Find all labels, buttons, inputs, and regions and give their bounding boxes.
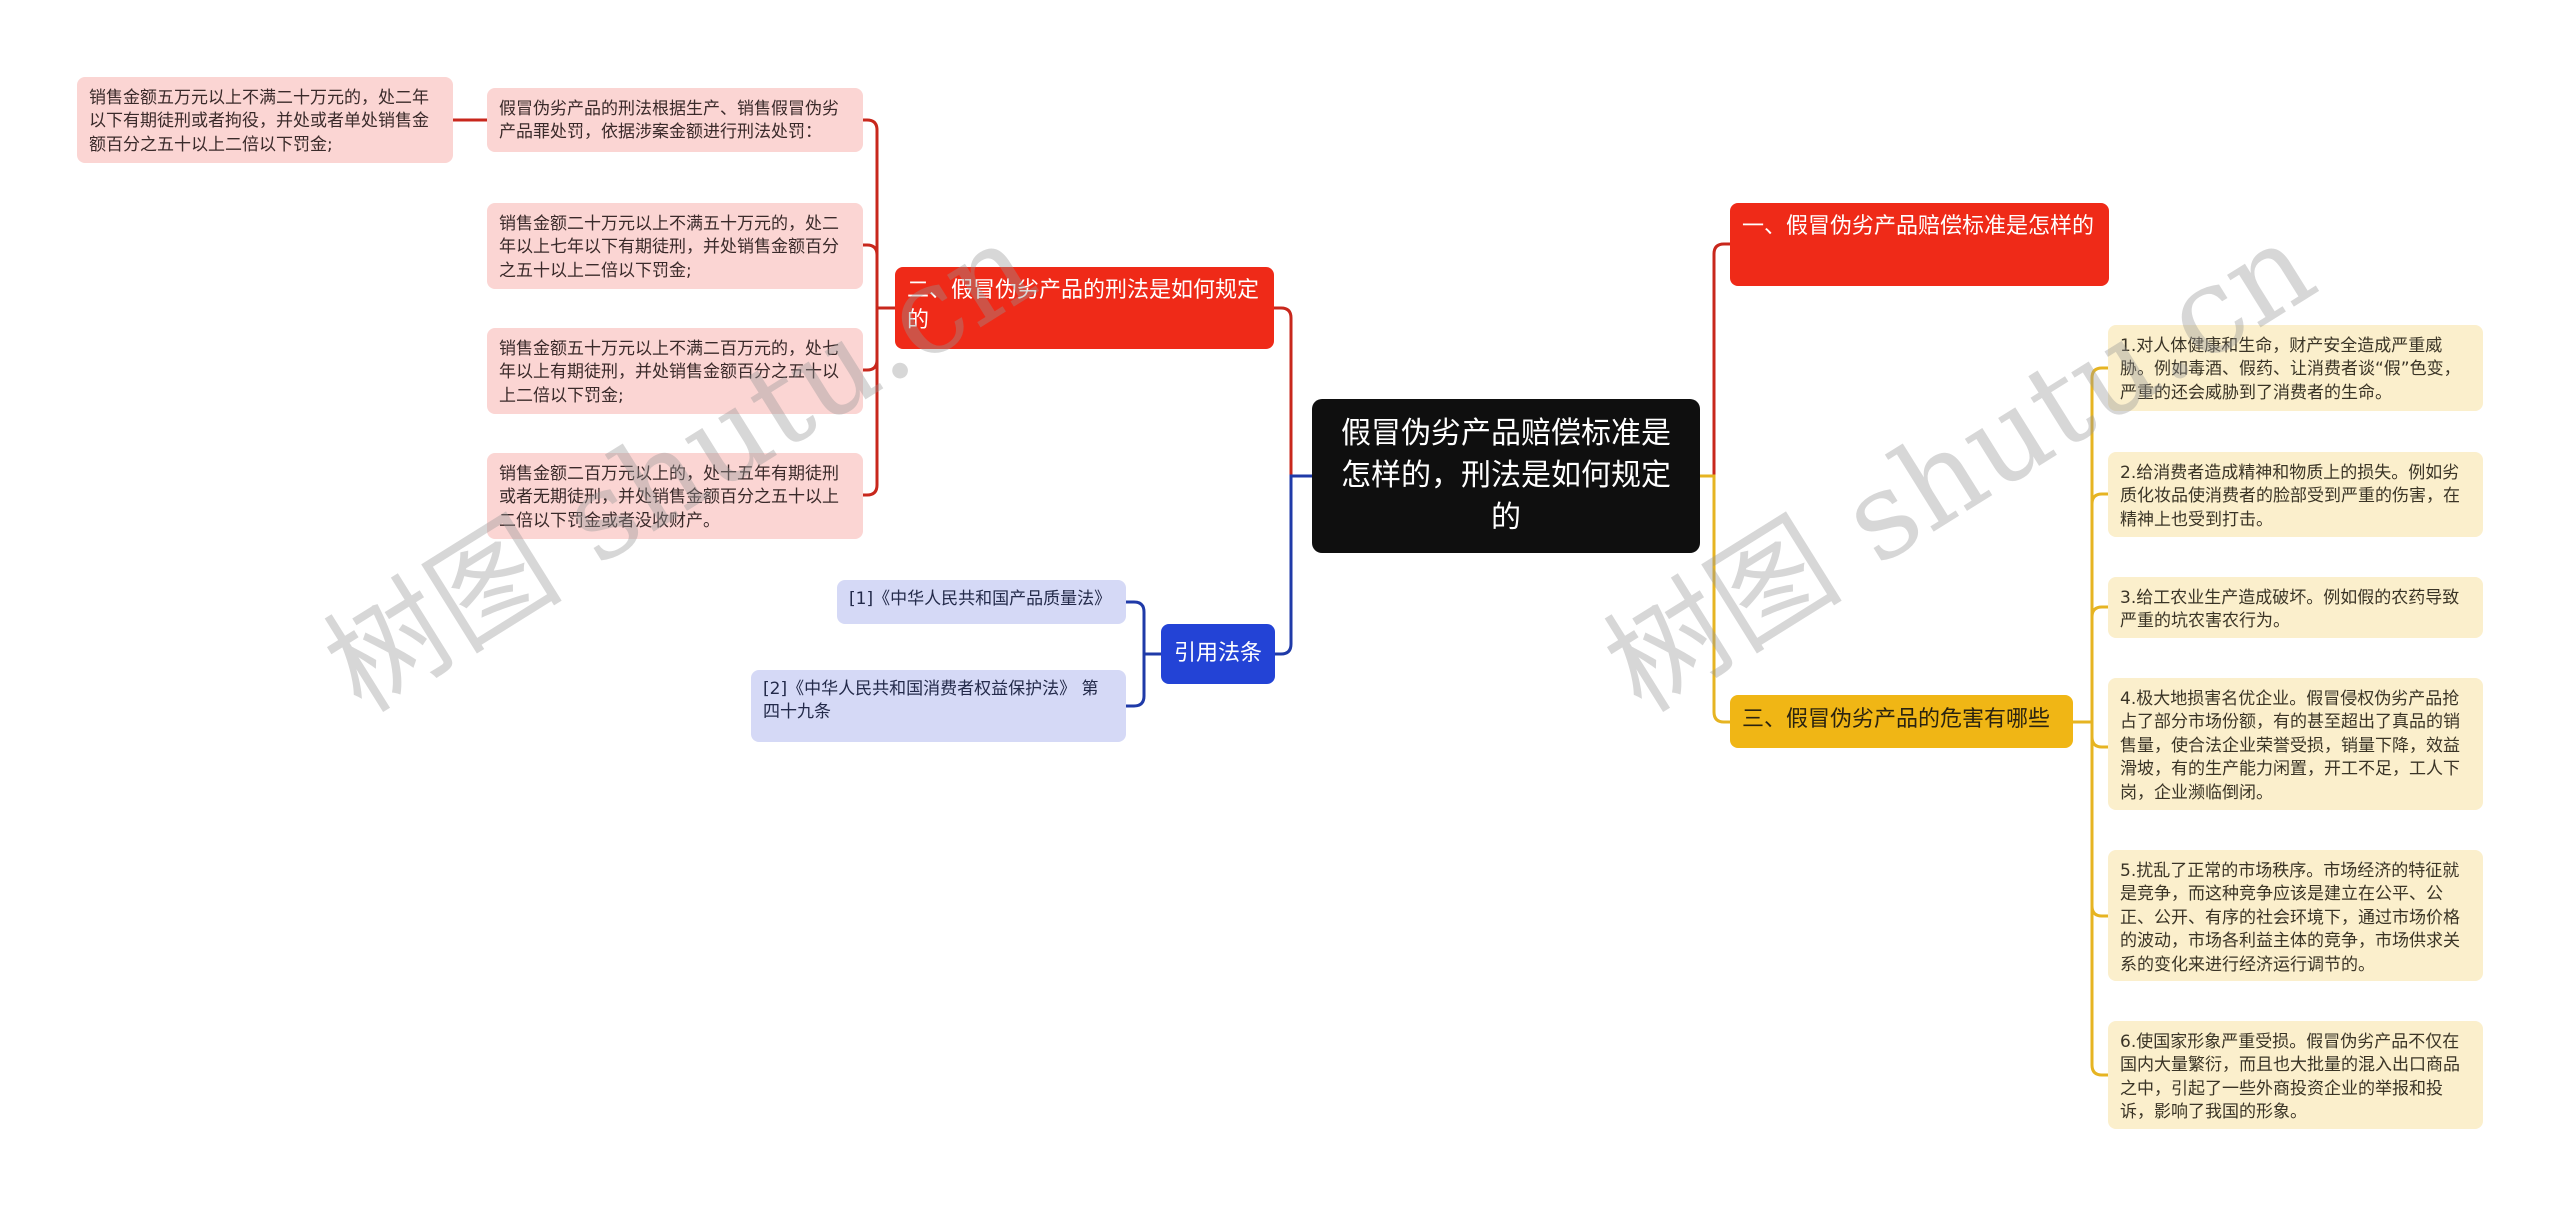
branch-citations[interactable]: 引用法条 (1161, 624, 1275, 684)
root-node[interactable]: 假冒伪劣产品赔偿标准是怎样的，刑法是如何规定的 (1312, 399, 1700, 553)
branch-compensation[interactable]: 一、假冒伪劣产品赔偿标准是怎样的 (1730, 203, 2109, 286)
harm-leaf-4[interactable]: 4.极大地损害名优企业。假冒侵权伪劣产品抢占了部分市场份额，有的甚至超出了真品的… (2108, 678, 2483, 810)
branch-harms[interactable]: 三、假冒伪劣产品的危害有哪些 (1730, 695, 2073, 748)
leaf-label: 销售金额五十万元以上不满二百万元的，处七年以上有期徒刑，并处销售金额百分之五十以… (499, 339, 839, 406)
penalty-tier-4-leaf[interactable]: 销售金额二百万元以上的，处十五年有期徒刑或者无期徒刑，并处销售金额百分之五十以上… (487, 453, 863, 539)
leaf-label: [2]《中华人民共和国消费者权益保护法》 第四十九条 (763, 679, 1099, 723)
penalty-intro-leaf[interactable]: 假冒伪劣产品的刑法根据生产、销售假冒伪劣产品罪处罚，依据涉案金额进行刑法处罚： (487, 88, 863, 152)
harm-leaf-3[interactable]: 3.给工农业生产造成破坏。例如假的农药导致严重的坑农害农行为。 (2108, 577, 2483, 638)
branch-harms-label: 三、假冒伪劣产品的危害有哪些 (1742, 707, 2051, 732)
branch-penalty[interactable]: 二、假冒伪劣产品的刑法是如何规定的 (895, 267, 1274, 349)
branch-citations-label: 引用法条 (1173, 640, 1262, 666)
leaf-label: 6.使国家形象严重受损。假冒伪劣产品不仅在国内大量繁衍，而且也大批量的混入出口商… (2120, 1032, 2460, 1123)
branch-penalty-label: 二、假冒伪劣产品的刑法是如何规定的 (907, 278, 1260, 333)
harm-leaf-1[interactable]: 1.对人体健康和生命，财产安全造成严重威胁。例如毒酒、假药、让消费者谈“假”色变… (2108, 325, 2483, 411)
leaf-label: 销售金额二十万元以上不满五十万元的，处二年以上七年以下有期徒刑，并处销售金额百分… (499, 214, 839, 281)
leaf-label: 1.对人体健康和生命，财产安全造成严重威胁。例如毒酒、假药、让消费者谈“假”色变… (2120, 336, 2461, 403)
harm-leaf-5[interactable]: 5.扰乱了正常的市场秩序。市场经济的特征就是竞争，而这种竞争应该是建立在公平、公… (2108, 850, 2483, 981)
citation-leaf-1[interactable]: [1]《中华人民共和国产品质量法》 (837, 580, 1126, 624)
citation-leaf-2[interactable]: [2]《中华人民共和国消费者权益保护法》 第四十九条 (751, 670, 1126, 742)
branch-compensation-label: 一、假冒伪劣产品赔偿标准是怎样的 (1742, 214, 2095, 239)
penalty-tier-2-leaf[interactable]: 销售金额二十万元以上不满五十万元的，处二年以上七年以下有期徒刑，并处销售金额百分… (487, 203, 863, 289)
root-label: 假冒伪劣产品赔偿标准是怎样的，刑法是如何规定的 (1341, 416, 1671, 535)
leaf-label: 销售金额五万元以上不满二十万元的，处二年以下有期徒刑或者拘役，并处或者单处销售金… (89, 88, 429, 155)
leaf-label: 销售金额二百万元以上的，处十五年有期徒刑或者无期徒刑，并处销售金额百分之五十以上… (499, 464, 839, 531)
harm-leaf-2[interactable]: 2.给消费者造成精神和物质上的损失。例如劣质化妆品使消费者的脸部受到严重的伤害，… (2108, 452, 2483, 537)
harm-leaf-6[interactable]: 6.使国家形象严重受损。假冒伪劣产品不仅在国内大量繁衍，而且也大批量的混入出口商… (2108, 1021, 2483, 1129)
leaf-label: 假冒伪劣产品的刑法根据生产、销售假冒伪劣产品罪处罚，依据涉案金额进行刑法处罚： (499, 99, 839, 143)
leaf-label: 4.极大地损害名优企业。假冒侵权伪劣产品抢占了部分市场份额，有的甚至超出了真品的… (2120, 689, 2460, 803)
penalty-tier-1-leaf[interactable]: 销售金额五万元以上不满二十万元的，处二年以下有期徒刑或者拘役，并处或者单处销售金… (77, 77, 453, 163)
leaf-label: [1]《中华人民共和国产品质量法》 (849, 589, 1112, 609)
leaf-label: 2.给消费者造成精神和物质上的损失。例如劣质化妆品使消费者的脸部受到严重的伤害，… (2120, 463, 2460, 530)
penalty-tier-3-leaf[interactable]: 销售金额五十万元以上不满二百万元的，处七年以上有期徒刑，并处销售金额百分之五十以… (487, 328, 863, 414)
leaf-label: 5.扰乱了正常的市场秩序。市场经济的特征就是竞争，而这种竞争应该是建立在公平、公… (2120, 861, 2460, 975)
leaf-label: 3.给工农业生产造成破坏。例如假的农药导致严重的坑农害农行为。 (2120, 588, 2460, 632)
